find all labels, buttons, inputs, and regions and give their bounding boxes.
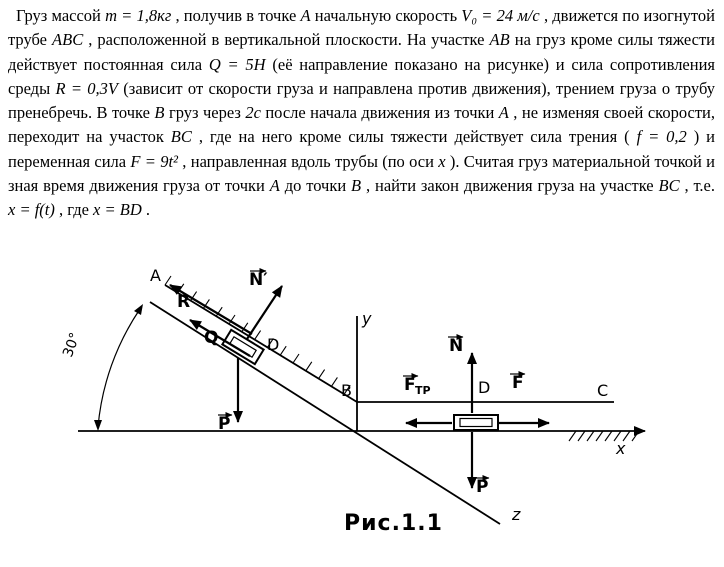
text-run: , движется по изогнутой трубе <box>8 6 715 50</box>
text-run: груз через <box>164 103 246 122</box>
incline-wall-hatching <box>164 275 351 395</box>
vector-f-tr-subscript: ТР <box>415 384 431 397</box>
angle-arc-arrowhead-top <box>134 304 143 315</box>
text-run: после начала движения из точки <box>260 103 499 122</box>
text-run: до точки <box>279 175 352 195</box>
text-run: ) и переменная сила <box>8 127 716 171</box>
math-expression: AB <box>489 30 510 50</box>
math-expression: B <box>351 175 362 195</box>
math-expression: B <box>154 103 165 122</box>
figure-caption: Рис.1.1 <box>344 511 443 536</box>
text-run: , получив в точке <box>171 6 301 25</box>
text-run: (зависит от скорости груза и направлена … <box>8 78 715 122</box>
text-run: , т.е. <box>679 175 715 195</box>
text-run: , найти закон движения груза на участке <box>361 175 659 195</box>
figure-diagram: 30° D D R Q N′ P <box>60 266 646 536</box>
text-run: , расположенной в вертикальной плоскости… <box>83 30 490 50</box>
text-run: начальную скорость <box>310 6 462 25</box>
angle-arc-arrowhead-bottom <box>94 420 102 431</box>
point-label-a: A <box>150 266 161 285</box>
axis-label-y: y <box>361 309 372 328</box>
axis-label-z: z <box>511 505 521 524</box>
vector-p-horizontal-label: P <box>476 477 488 497</box>
text-run: , где на него кроме силы тяжести действу… <box>191 127 637 147</box>
math-expression: x = BD <box>93 200 142 219</box>
point-label-c: C <box>597 381 608 400</box>
math-expression: 2с <box>245 103 261 122</box>
vector-p-incline-label: P <box>218 414 230 434</box>
vector-q-label: Q <box>204 328 218 348</box>
math-expression: F = 9t² <box>130 151 178 171</box>
vector-f-label: F <box>512 373 524 393</box>
angle-arc <box>97 308 141 428</box>
math-expression: A <box>498 103 509 122</box>
point-label-d-horizontal: D <box>478 378 490 397</box>
vector-q-arrow <box>189 319 251 357</box>
vector-r-arrow <box>169 284 253 335</box>
math-expression: Q = 5Н <box>208 54 266 74</box>
math-expression: A <box>300 6 311 25</box>
vector-n-prime-arrow <box>246 285 283 340</box>
text-run: . <box>141 200 150 219</box>
math-expression: f = 0,2 <box>636 127 687 147</box>
math-expression: BC <box>170 127 192 147</box>
vector-f-tr-label: F <box>404 375 416 395</box>
math-expression: A <box>269 175 280 195</box>
problem-text: Груз массой m = 1,8кг , получив в точке … <box>8 4 715 222</box>
ground-hatching <box>568 430 640 442</box>
math-expression: ABC <box>52 30 84 50</box>
text-run: на груз кроме силы тяжести действует пос… <box>8 30 715 74</box>
math-expression: V₀ = 24 м/с <box>461 6 540 25</box>
math-expression: x <box>438 151 446 171</box>
text-run: ). Считая груз материальной точкой и зна… <box>8 151 715 195</box>
math-expression: BC <box>658 175 680 195</box>
angle-label: 30° <box>60 331 84 360</box>
text-run: , где <box>54 200 94 219</box>
math-expression: x = f(t) <box>8 200 55 219</box>
vector-n-prime-label: N′ <box>249 270 268 290</box>
text-run: Груз массой <box>16 6 106 25</box>
vector-r-label: R <box>177 292 190 312</box>
incline-tube-lower-line-z-axis <box>149 301 501 525</box>
axis-label-x: x <box>615 439 626 458</box>
math-expression: m = 1,8кг <box>105 6 172 25</box>
block-on-horizontal <box>453 414 499 431</box>
point-label-d-incline: D <box>267 335 279 354</box>
text-run: , направленная вдоль трубы (по оси <box>178 151 439 171</box>
point-label-b: B <box>341 381 352 400</box>
vector-n-label: N <box>449 336 463 356</box>
text-run: (её направление показано на рисунке) и с… <box>8 54 715 98</box>
math-expression: R = 0,3V <box>55 78 118 98</box>
incline-tube-upper-line <box>164 284 358 403</box>
text-run: , не изменяя своей скорости, переходит н… <box>8 103 715 147</box>
